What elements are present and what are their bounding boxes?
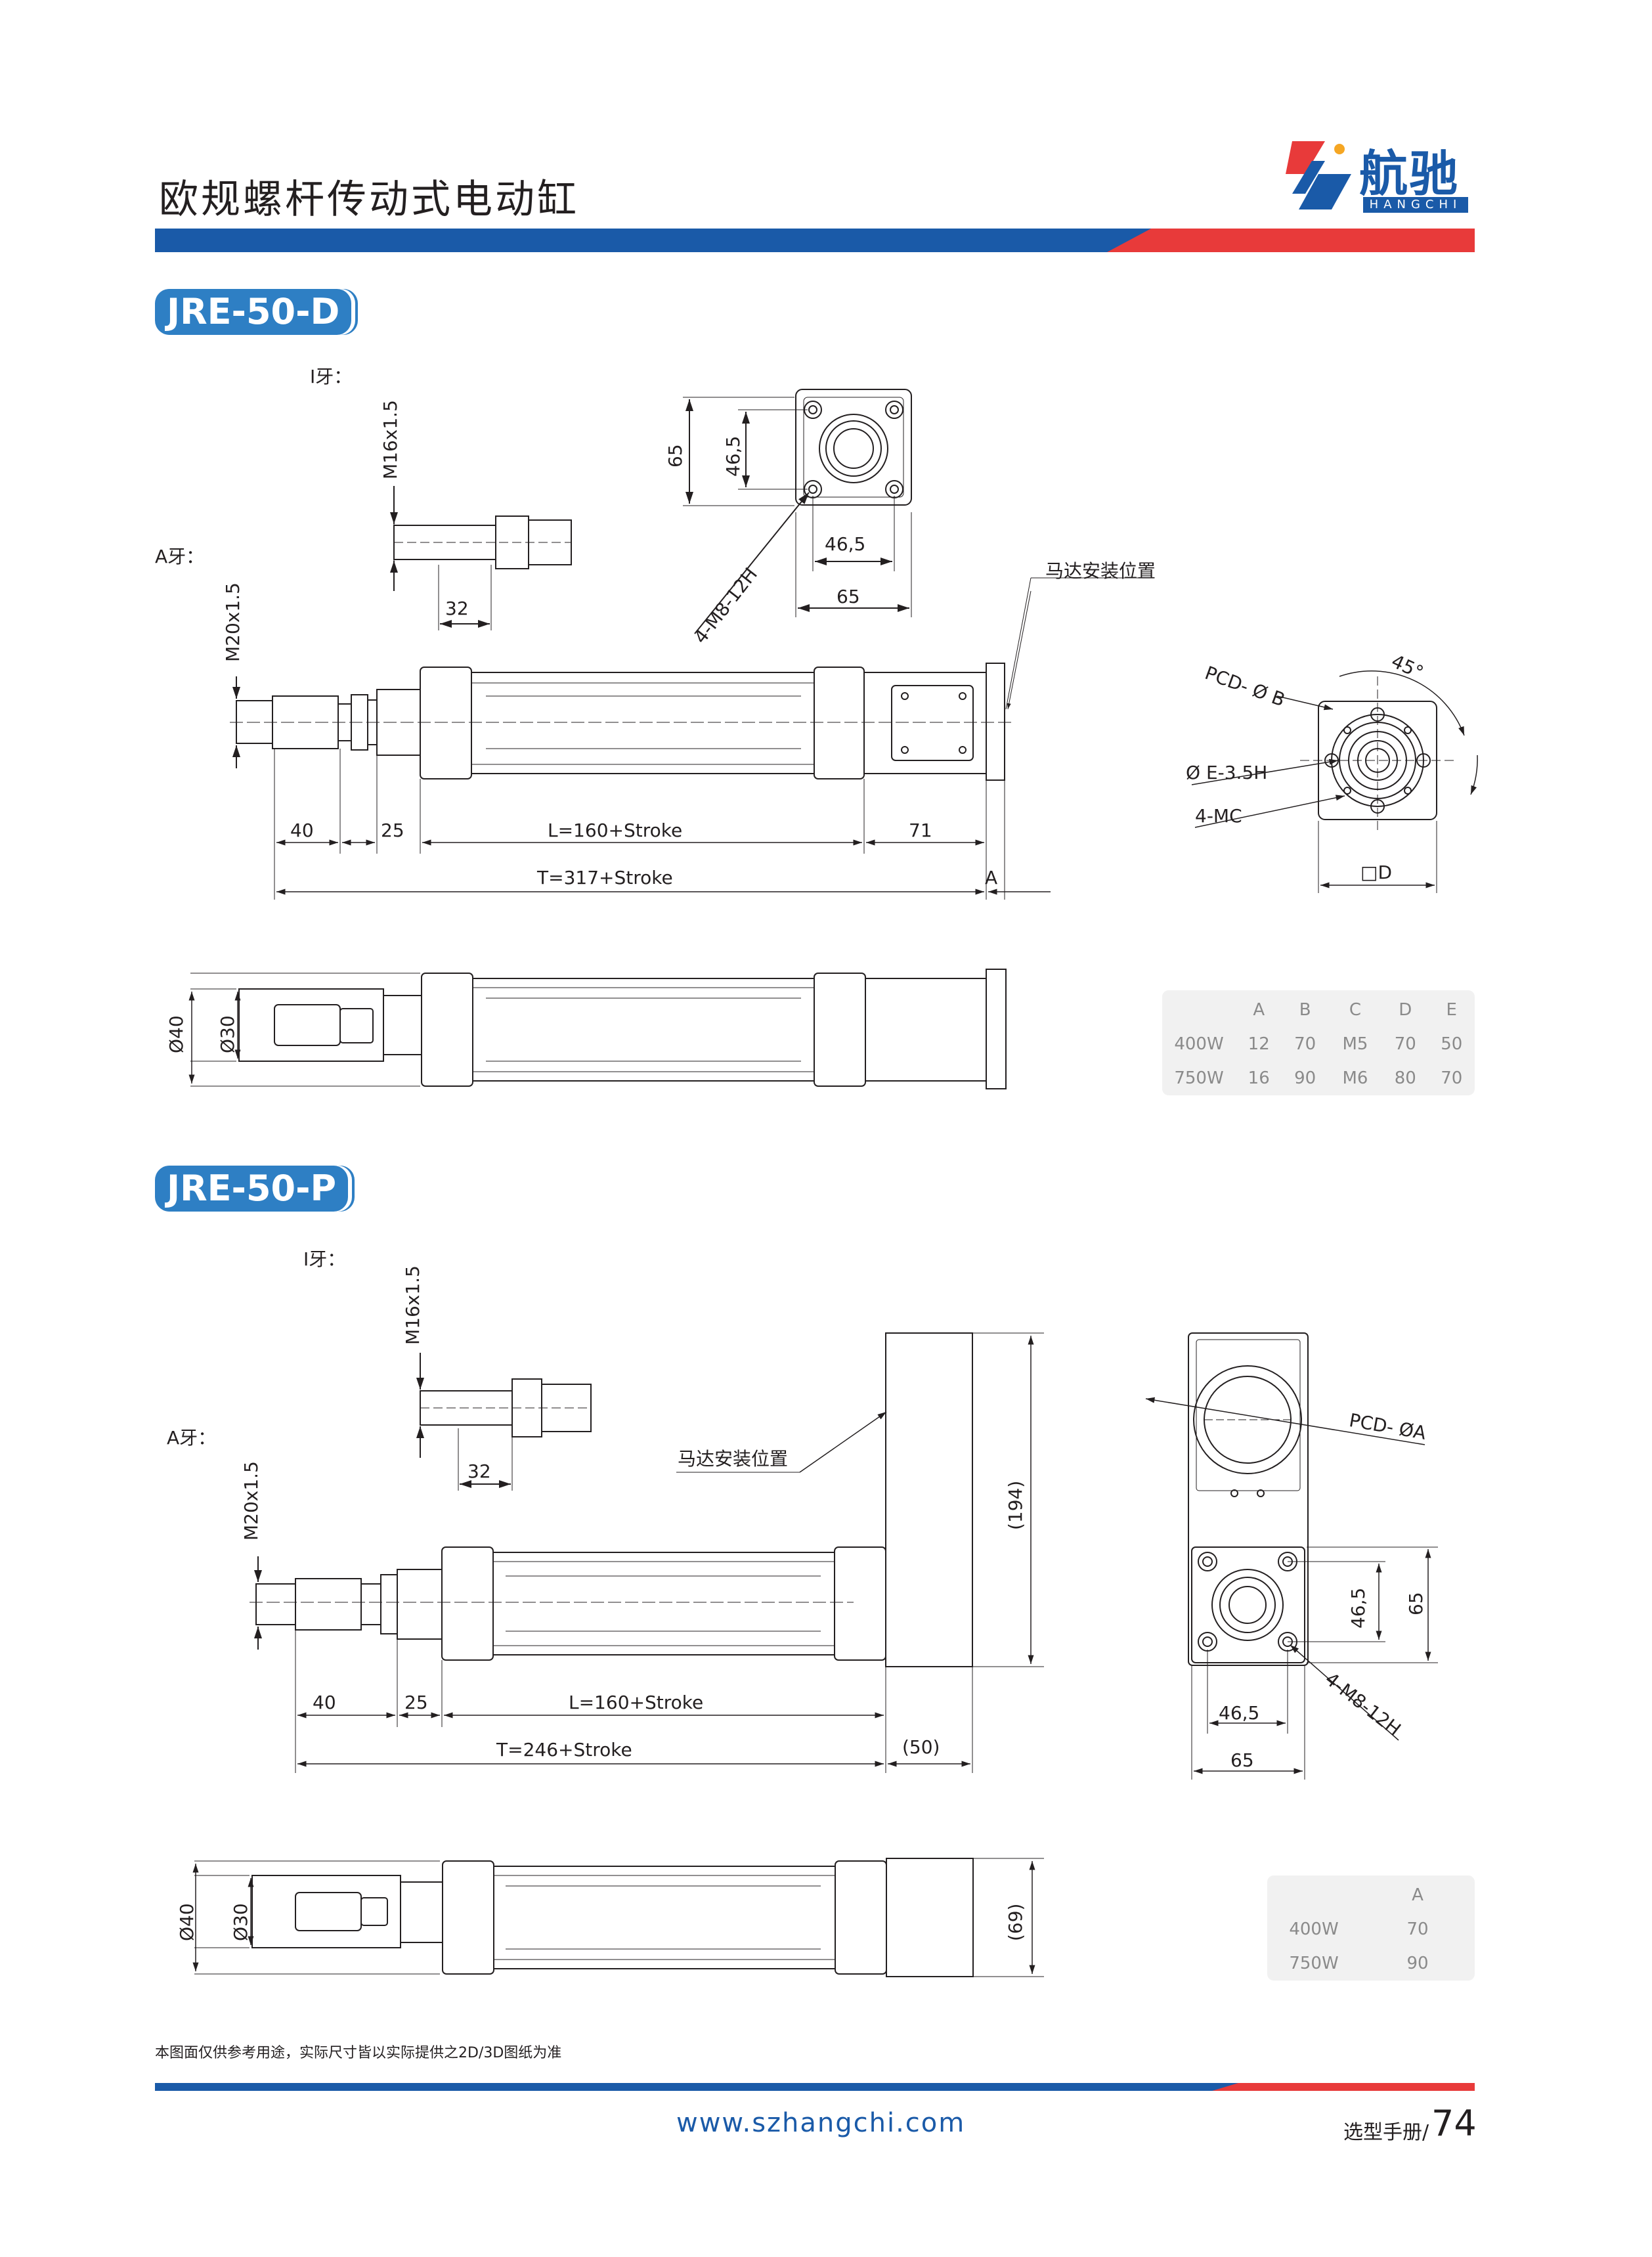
actuator-body-p-top xyxy=(250,1332,1044,1667)
footer-bar xyxy=(155,2083,1475,2091)
section-tag-d: JRE-50-D xyxy=(155,289,352,335)
flange-view-p xyxy=(1145,1332,1438,1780)
a-thread-label-d: A牙： xyxy=(155,546,205,567)
dim-25-p: 25 xyxy=(404,1692,428,1713)
dim-65a-p: 65 xyxy=(1405,1592,1427,1615)
brand-sub: HANGCHI xyxy=(1363,197,1468,213)
dim-a-d: A xyxy=(985,867,998,888)
dim-46-5a-p: 46,5 xyxy=(1347,1587,1369,1629)
a-thread-label-p: A牙： xyxy=(167,1427,217,1449)
dim-phi30-p: Ø30 xyxy=(230,1903,251,1941)
dimension-lines-d xyxy=(274,749,1051,900)
motor-position-label-d: 马达安装位置 xyxy=(1045,560,1156,582)
website-link[interactable]: www.szhangchi.com xyxy=(676,2108,966,2138)
brand-logo-icon xyxy=(1286,141,1351,209)
section-tag-p: JRE-50-P xyxy=(155,1166,349,1212)
dim-25-d: 25 xyxy=(381,820,404,841)
dim-m16-d: M16x1.5 xyxy=(380,400,401,479)
i-thread-label-p: I牙： xyxy=(303,1248,346,1270)
i-thread-rod-d xyxy=(390,486,572,630)
page-title: 欧规螺杆传动式电动缸 xyxy=(159,177,579,223)
dim-m20-p: M20x1.5 xyxy=(240,1461,262,1541)
i-thread-rod-p xyxy=(416,1353,592,1491)
actuator-body-p-side xyxy=(192,1858,1044,1977)
dim-46-5b-p: 46,5 xyxy=(1219,1702,1260,1724)
dim-32-p: 32 xyxy=(467,1460,491,1482)
actuator-body-d-side xyxy=(188,969,1007,1089)
dim-phi40-p: Ø40 xyxy=(176,1903,198,1941)
dim-l-p: L=160+Stroke xyxy=(569,1692,704,1713)
dim-69-p: (69) xyxy=(1005,1903,1026,1941)
dim-40-d: 40 xyxy=(290,820,314,841)
page-label: 选型手册/ xyxy=(1343,2121,1429,2144)
dim-t-p: T=246+Stroke xyxy=(496,1739,632,1761)
dim-mc-d: 4-MC xyxy=(1195,805,1242,827)
dim-e-d: Ø E-3.5H xyxy=(1186,762,1268,783)
dim-65b-p: 65 xyxy=(1230,1749,1254,1771)
dim-40-p: 40 xyxy=(313,1692,336,1713)
dim-m20-d: M20x1.5 xyxy=(222,582,244,662)
actuator-body-d-top xyxy=(230,577,1149,781)
dim-m16-p: M16x1.5 xyxy=(402,1265,424,1345)
dim-l-d: L=160+Stroke xyxy=(548,820,683,841)
dim-46-5a-d: 46,5 xyxy=(722,435,744,477)
dim-t-d: T=317+Stroke xyxy=(537,867,673,888)
dim-65a-d: 65 xyxy=(664,444,686,468)
flange-view-d xyxy=(683,389,912,634)
brand-name: 航驰 xyxy=(1359,146,1459,202)
dim-65b-d: 65 xyxy=(837,586,860,607)
i-thread-label-d: I牙： xyxy=(310,366,353,387)
page-number: 74 xyxy=(1431,2103,1477,2144)
dim-71-d: 71 xyxy=(909,820,932,841)
header-bar xyxy=(155,229,1475,252)
dim-32-d: 32 xyxy=(445,598,469,619)
dim-46-5b-d: 46,5 xyxy=(825,533,866,555)
dim-phi30-d: Ø30 xyxy=(217,1015,238,1053)
motor-flange-view-d xyxy=(1191,670,1478,893)
footer-note: 本图面仅供参考用途，实际尺寸皆以实际提供之2D/3D图纸为准 xyxy=(155,2045,562,2061)
dim-50-p: (50) xyxy=(902,1736,940,1758)
motor-position-label-p: 马达安装位置 xyxy=(678,1448,789,1470)
dim-sq-d: □D xyxy=(1360,862,1393,883)
dimension-lines-p xyxy=(295,1630,973,1773)
dim-194-p: (194) xyxy=(1005,1480,1026,1530)
dim-phi40-d: Ø40 xyxy=(165,1015,187,1053)
